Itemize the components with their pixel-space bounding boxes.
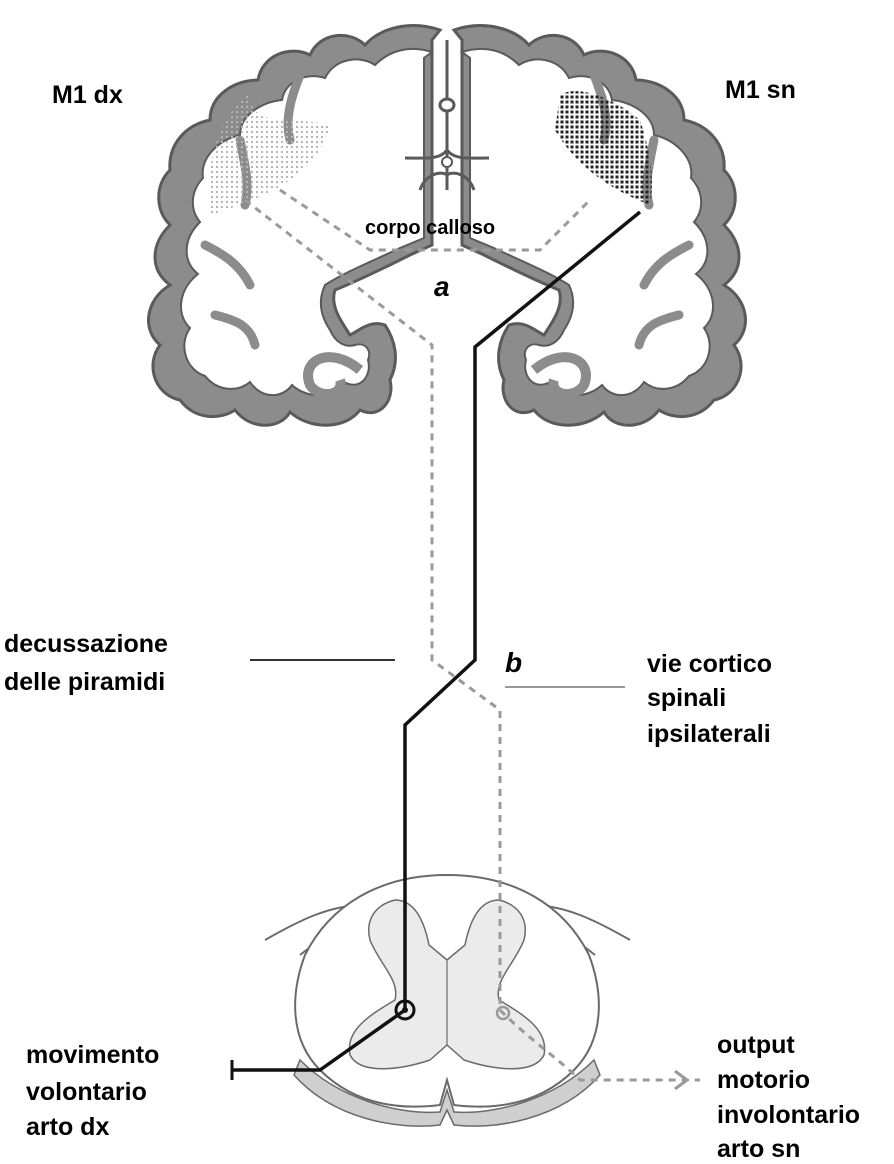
point-a-label: a [434, 271, 450, 302]
ipsilateral-label-2: spinali [647, 684, 726, 712]
involuntary-label-3: involontario [717, 1101, 860, 1129]
involuntary-label-4: arto sn [717, 1135, 800, 1163]
m1-right-label: M1 dx [52, 81, 123, 109]
ipsilateral-label-1: vie cortico [647, 650, 772, 678]
decussation-label-1: decussazione [4, 630, 168, 658]
m1-left-label: M1 sn [725, 76, 796, 104]
voluntary-label-1: movimento [26, 1041, 159, 1069]
point-b-label: b [505, 647, 522, 678]
decussation-label-2: delle piramidi [4, 668, 165, 696]
voluntary-label-3: arto dx [26, 1113, 109, 1141]
ventricle-upper [440, 99, 454, 111]
contralateral-terminal-core [402, 1007, 408, 1013]
dashed-arrowhead [675, 1071, 687, 1089]
spinal-cord-section [265, 875, 630, 1126]
ipsilateral-label-3: ipsilaterali [647, 720, 771, 748]
involuntary-label-1: output [717, 1031, 795, 1059]
voluntary-label-2: volontario [26, 1078, 147, 1106]
involuntary-label-2: motorio [717, 1066, 810, 1094]
corpus-callosum-label: corpo calloso [365, 217, 495, 239]
ventricle-center [442, 157, 452, 167]
